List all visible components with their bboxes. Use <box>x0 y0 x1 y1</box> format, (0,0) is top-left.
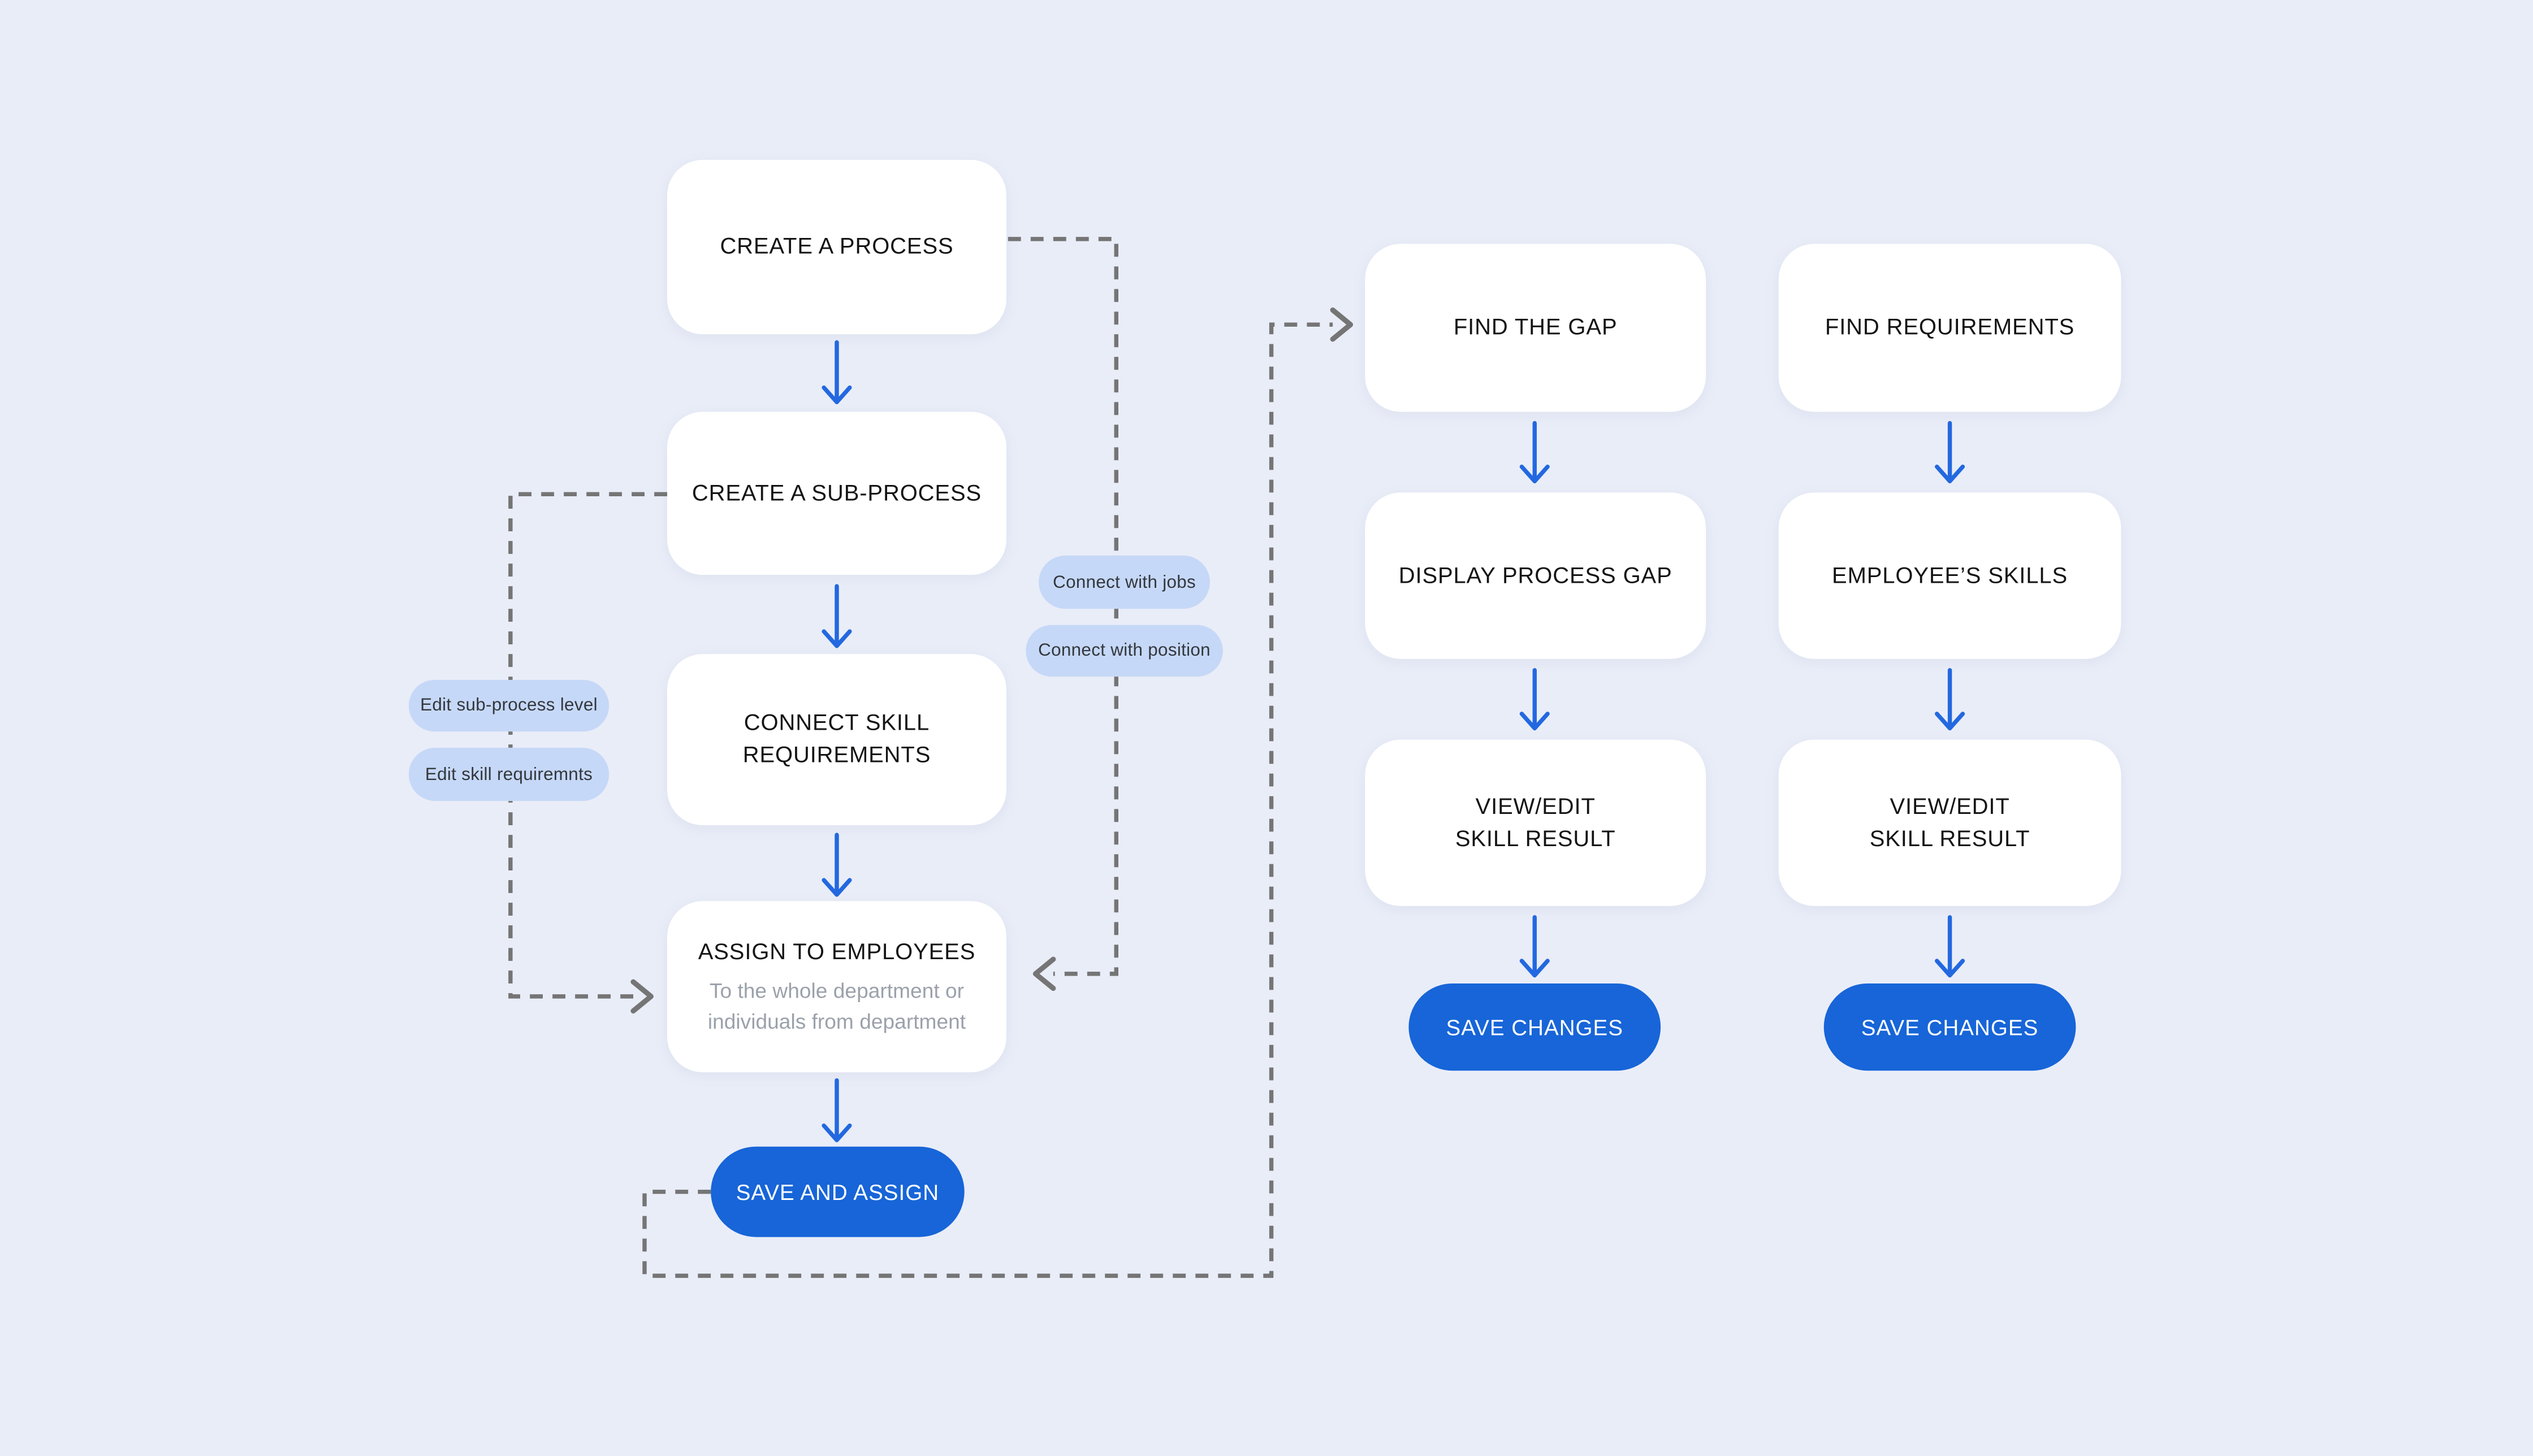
button-label: SAVE AND ASSIGN <box>736 1180 940 1204</box>
node-label: ASSIGN TO EMPLOYEES <box>698 938 976 964</box>
tag-connect-with-position: Connect with position <box>1026 625 1223 677</box>
button-label: SAVE CHANGES <box>1446 1015 1624 1039</box>
node-label: FIND THE GAP <box>1453 313 1618 340</box>
arrow-create-process-to-sub-process <box>822 340 852 405</box>
tag-label: Edit sub-process level <box>420 696 598 716</box>
node-assign-to-employees: ASSIGN TO EMPLOYEES To the whole departm… <box>667 901 1006 1073</box>
arrow-assign-to-save-and-assign <box>822 1078 852 1142</box>
node-employees-skills: EMPLOYEE’S SKILLS <box>1778 492 2121 659</box>
arrow-display-gap-to-view-edit <box>1519 668 1550 731</box>
button-label: SAVE CHANGES <box>1861 1015 2039 1039</box>
tag-connect-with-jobs: Connect with jobs <box>1039 555 1210 609</box>
arrow-find-requirements-to-skills <box>1935 421 1965 484</box>
dashed-arrowhead-right-icon-2 <box>1330 307 1354 342</box>
dashed-save-and-assign-to-find-gap <box>642 322 1333 1278</box>
node-create-a-sub-process: CREATE A SUB-PROCESS <box>667 411 1006 575</box>
node-label: CREATE A SUB-PROCESS <box>691 479 982 505</box>
dashed-sub-process-to-assign <box>508 492 668 999</box>
arrow-connect-skill-to-assign <box>822 833 852 897</box>
node-label: CONNECT SKILL REQUIREMENTS <box>742 709 931 768</box>
arrow-view-edit-to-save-changes-2 <box>1935 915 1965 978</box>
tag-label: Edit skill requiremnts <box>425 764 593 785</box>
tag-edit-skill-requiremnts: Edit skill requiremnts <box>408 747 610 801</box>
arrow-skills-to-view-edit <box>1935 668 1965 731</box>
node-display-process-gap: DISPLAY PROCESS GAP <box>1365 492 1706 659</box>
dashed-arrowhead-left-icon <box>1032 956 1056 991</box>
node-label: VIEW/EDIT SKILL RESULT <box>1869 792 2030 851</box>
node-create-a-process: CREATE A PROCESS <box>667 159 1006 335</box>
node-view-edit-skill-result-requirements: VIEW/EDIT SKILL RESULT <box>1778 739 2121 906</box>
tag-edit-sub-process-level: Edit sub-process level <box>408 679 610 732</box>
node-label: CREATE A PROCESS <box>720 233 954 259</box>
node-label: VIEW/EDIT SKILL RESULT <box>1455 792 1616 851</box>
node-label: EMPLOYEE’S SKILLS <box>1832 561 2068 588</box>
node-find-requirements: FIND REQUIREMENTS <box>1778 244 2121 412</box>
arrow-sub-process-to-connect-skill <box>822 584 852 648</box>
tag-label: Connect with jobs <box>1053 572 1196 592</box>
arrow-view-edit-to-save-changes <box>1519 915 1550 978</box>
dashed-arrowhead-right-icon <box>630 979 654 1014</box>
node-label: DISPLAY PROCESS GAP <box>1398 561 1672 588</box>
save-changes-button-gap[interactable]: SAVE CHANGES <box>1408 983 1661 1071</box>
node-view-edit-skill-result-gap: VIEW/EDIT SKILL RESULT <box>1365 739 1706 906</box>
node-label: FIND REQUIREMENTS <box>1825 313 2075 340</box>
tag-label: Connect with position <box>1038 641 1211 661</box>
node-connect-skill-requirements: CONNECT SKILL REQUIREMENTS <box>667 654 1006 825</box>
save-changes-button-requirements[interactable]: SAVE CHANGES <box>1823 983 2076 1071</box>
node-note: To the whole department or individuals f… <box>707 979 966 1033</box>
node-find-the-gap: FIND THE GAP <box>1365 244 1706 412</box>
save-and-assign-button[interactable]: SAVE AND ASSIGN <box>711 1146 965 1237</box>
arrow-find-gap-to-display-gap <box>1519 421 1550 484</box>
